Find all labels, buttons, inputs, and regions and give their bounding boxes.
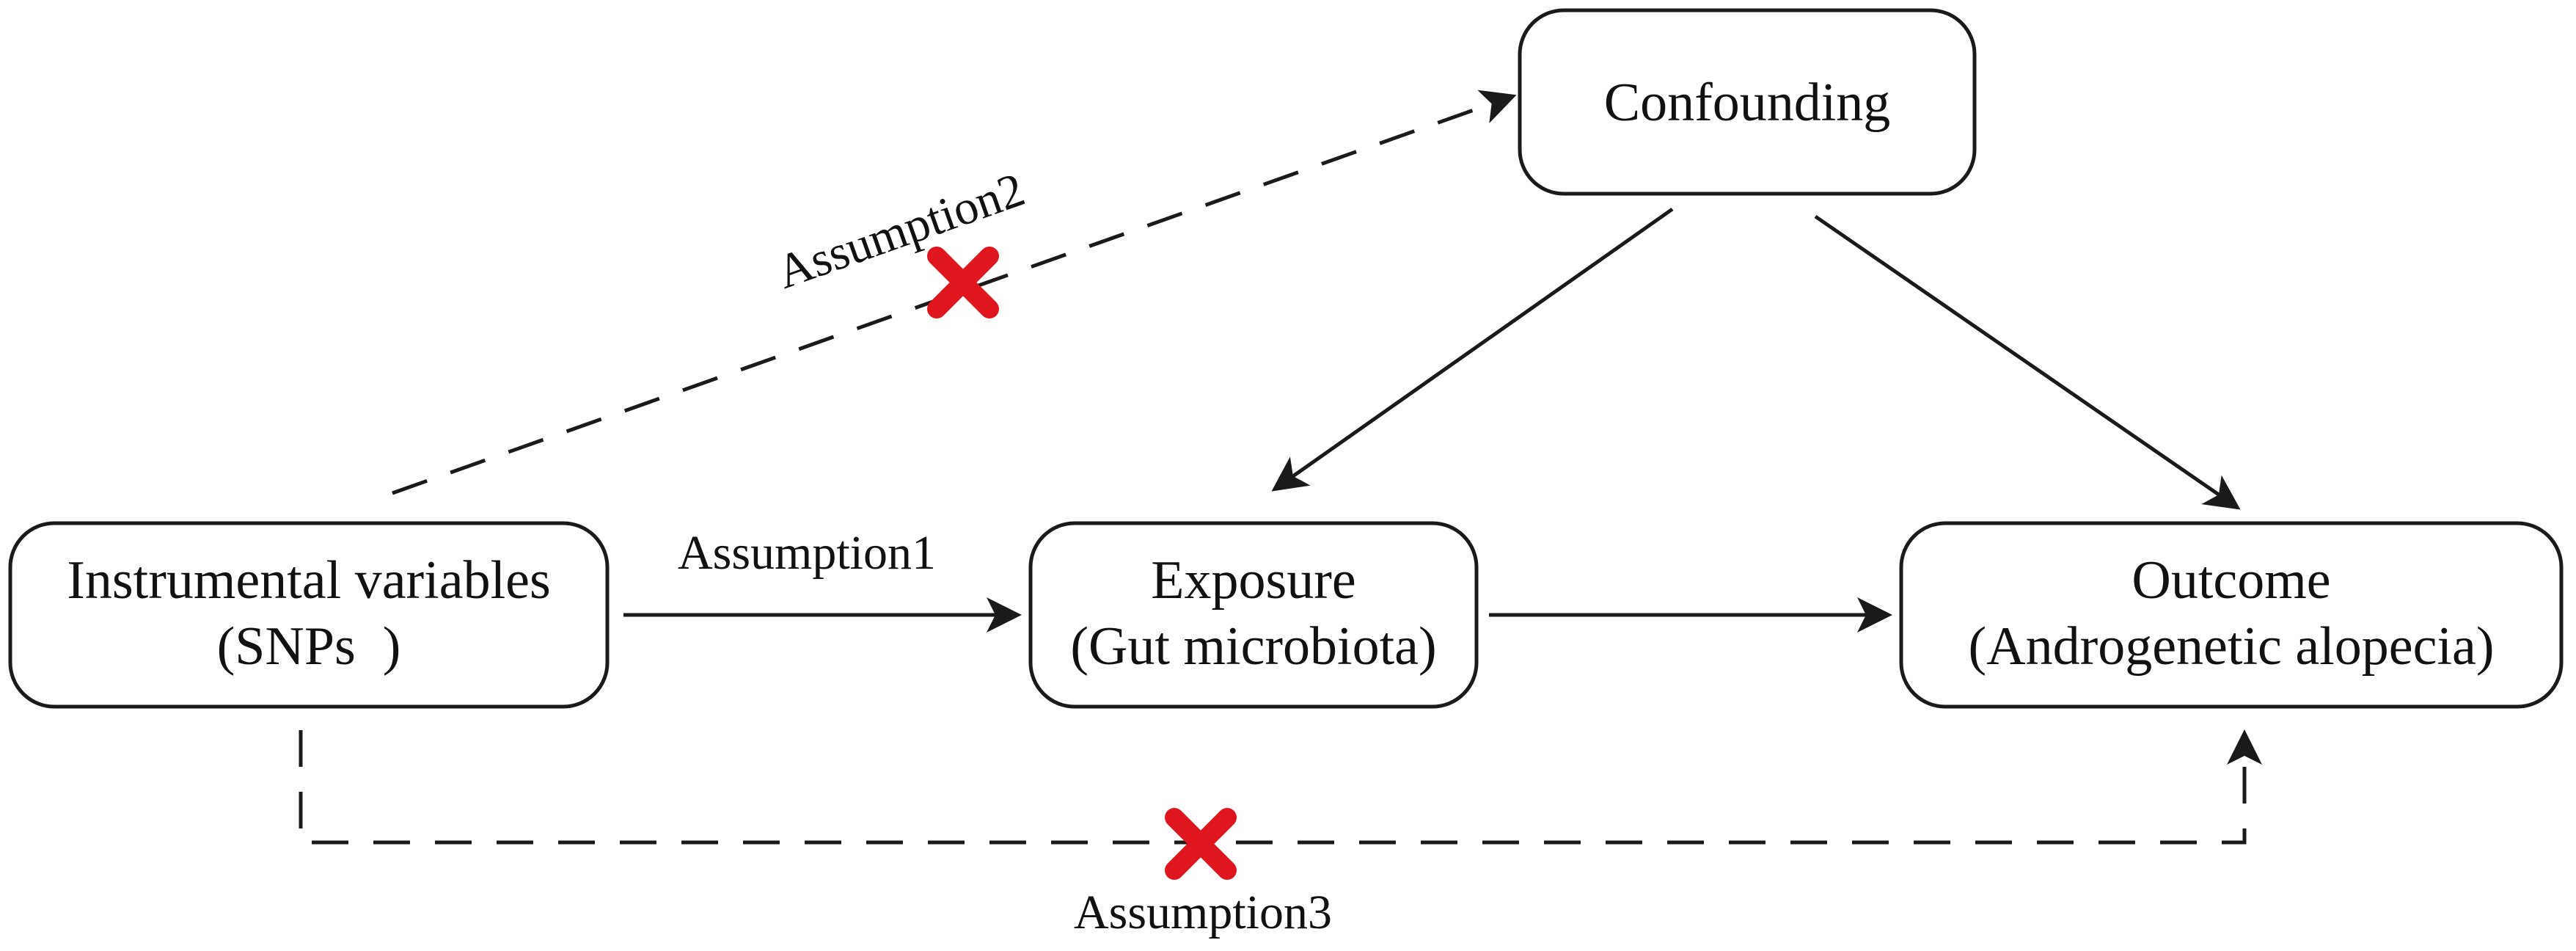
assumption3-label: Assumption3: [1074, 886, 1332, 939]
instrument-label-line1: Instrumental variables: [67, 550, 551, 611]
edge-confounding-to-exposure: [1271, 207, 1674, 492]
edges: [299, 90, 2262, 845]
instrument-box: [8, 521, 610, 709]
exposure-label-line1: Exposure: [1151, 550, 1356, 611]
node-exposure: Exposure (Gut microbiota): [1028, 521, 1479, 709]
node-outcome: Outcome (Androgenetic alopecia): [1899, 521, 2564, 709]
outcome-label-line2: (Androgenetic alopecia): [1968, 616, 2494, 677]
outcome-box: [1899, 521, 2564, 709]
exposure-label-line2: (Gut microbiota): [1070, 616, 1436, 677]
confounding-label: Confounding: [1604, 73, 1891, 133]
edge-instrument-to-confounding: [392, 90, 1517, 495]
instrument-label-line2: (SNPs ): [217, 616, 401, 677]
edge-instrument-to-outcome: [299, 729, 2262, 845]
assumption3-cross-icon: [1165, 808, 1237, 880]
exposure-box: [1028, 521, 1479, 709]
edge-confounding-to-outcome: [1814, 214, 2241, 510]
outcome-label-line1: Outcome: [2132, 550, 2330, 611]
node-instrumental-variables: Instrumental variables (SNPs ): [8, 521, 610, 709]
node-confounding: Confounding: [1518, 8, 1977, 196]
assumption2-cross-icon: [927, 247, 999, 318]
confounding-box: [1518, 8, 1977, 196]
assumption1-label: Assumption1: [678, 526, 936, 580]
